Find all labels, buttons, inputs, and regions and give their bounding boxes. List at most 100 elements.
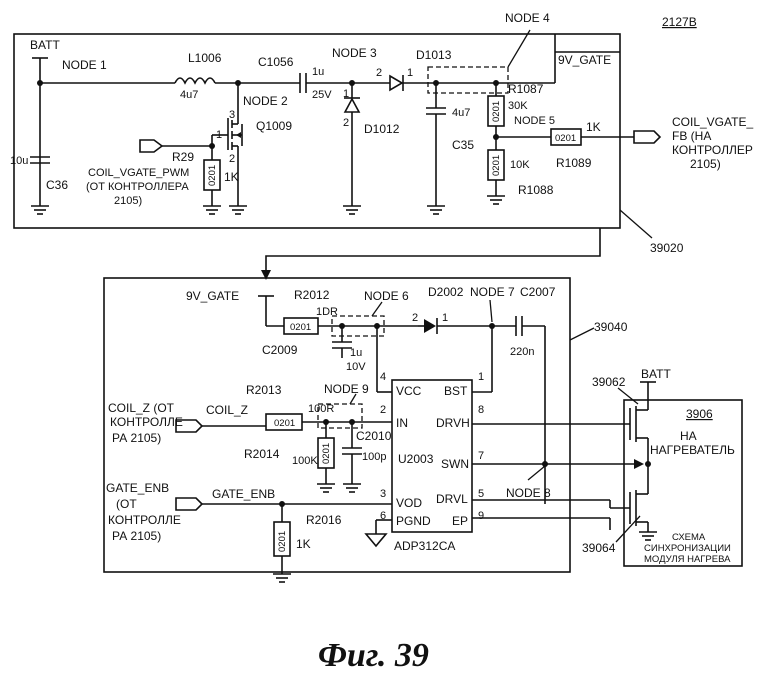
coil-vgate-pwm-connector [140, 140, 162, 152]
node1-label: NODE 1 [62, 58, 107, 72]
c2009-voltage: 10V [346, 361, 366, 373]
r1088-label: R1088 [518, 183, 554, 197]
r2016-label: R2016 [306, 513, 342, 527]
gate-label-3: КОНТРОЛЛЕ [108, 513, 181, 527]
gate-label-4: РА 2105) [112, 529, 161, 543]
ic-pin-drvl: DRVL [436, 492, 468, 506]
top-ref-39020: 39020 [650, 241, 684, 255]
coilz-label-1: COIL_Z (ОТ [108, 401, 175, 415]
svg-text:7: 7 [478, 450, 484, 462]
top-circuit-block: 2127B BATT NODE 1 10u C36 L1006 4u7 NODE… [10, 11, 753, 255]
c36-value: 10u [10, 155, 28, 167]
figure-id: 2127B [662, 15, 697, 29]
svg-text:0201: 0201 [277, 531, 288, 552]
node4-label: NODE 4 [505, 11, 550, 25]
node6-label: NODE 6 [364, 289, 409, 303]
ground-icon [343, 206, 361, 214]
d1012-label: D1012 [364, 122, 400, 136]
top-9v-gate-label: 9V_GATE [558, 53, 611, 67]
svg-text:4: 4 [380, 371, 386, 383]
fb-label-2: FB (НА [672, 129, 711, 143]
fb-label-4: 2105) [690, 157, 721, 171]
ic-pin-pgnd: PGND [396, 514, 431, 528]
ic-pin-in: IN [396, 416, 408, 430]
ic-pin-bst: BST [444, 384, 468, 398]
ground-icon [229, 206, 247, 214]
r1089-value: 1K [586, 120, 601, 134]
c35-label: C35 [452, 138, 474, 152]
svg-text:0201: 0201 [321, 443, 332, 464]
bottom-ref-39040: 39040 [594, 320, 628, 334]
r29-label: R29 [172, 150, 194, 164]
ic-pin-vcc: VCC [396, 384, 422, 398]
heater-schema-3: МОДУЛЯ НАГРЕВА [644, 554, 731, 565]
svg-text:9: 9 [478, 510, 484, 522]
c2009-label: C2009 [262, 343, 298, 357]
figure-caption: Фиг. 39 [318, 637, 429, 674]
c1056-value: 1u [312, 66, 324, 78]
coilz-label-2: КОНТРОЛЛЕ [110, 415, 183, 429]
fb-label-3: КОНТРОЛЛЕР [672, 143, 753, 157]
ic-part: ADP312CA [394, 539, 455, 553]
c1056-label: C1056 [258, 55, 294, 69]
heater-ref-39064: 39064 [582, 541, 616, 555]
ground-icon [343, 484, 361, 492]
c36-label: C36 [46, 178, 68, 192]
r1087-label: R1087 [508, 82, 544, 96]
q1009-label: Q1009 [256, 119, 292, 133]
d1013-label: D1013 [416, 48, 452, 62]
r2016-value: 1K [296, 537, 311, 551]
coilz-net-label: COIL_Z [206, 403, 248, 417]
coil-vgate-fb-connector [634, 131, 660, 143]
d2002-diode [424, 319, 436, 333]
ground-icon [273, 574, 291, 582]
bottom-9v-gate-label: 9V_GATE [186, 289, 239, 303]
heater-to-2: НАГРЕВАТЕЛЬ [650, 443, 735, 457]
r1087-value: 30K [508, 100, 528, 112]
d2002-label: D2002 [428, 285, 464, 299]
node2-label: NODE 2 [243, 94, 288, 108]
c35-value: 4u7 [452, 107, 470, 119]
arrow-right-icon [634, 459, 644, 469]
svg-text:2: 2 [376, 67, 382, 79]
node8-label: NODE 8 [506, 486, 551, 500]
r2014-value: 100K [292, 455, 318, 467]
svg-text:2: 2 [380, 404, 386, 416]
node7-label: NODE 7 [470, 285, 515, 299]
svg-text:3: 3 [229, 109, 235, 121]
pwm-label-2: (ОТ КОНТРОЛЛЕРА [86, 181, 189, 193]
ic-pin-ep: EP [452, 514, 468, 528]
pwm-label-1: COIL_VGATE_PWM [88, 167, 189, 179]
ground-icon [427, 206, 445, 214]
svg-text:0201: 0201 [491, 101, 502, 122]
svg-text:0201: 0201 [290, 322, 311, 333]
ground-icon [203, 206, 221, 214]
heater-number: 3906 [686, 407, 713, 421]
heater-schema-1: СХЕМА [672, 532, 706, 543]
ground-icon [31, 196, 49, 214]
vgate-link-wire [266, 228, 600, 274]
svg-text:1: 1 [478, 371, 484, 383]
heater-batt-label: BATT [641, 367, 671, 381]
svg-text:1: 1 [407, 67, 413, 79]
node5-label: NODE 5 [514, 115, 555, 127]
gate-net-label: GATE_ENB [212, 487, 275, 501]
pwm-label-3: 2105) [114, 195, 142, 207]
ic-name: U2003 [398, 452, 434, 466]
svg-text:3: 3 [380, 488, 386, 500]
gate-label-2: (ОТ [116, 497, 137, 511]
c2009-value: 1u [350, 347, 362, 359]
batt-label: BATT [30, 38, 60, 52]
svg-text:0201: 0201 [555, 133, 576, 144]
ground-icon [487, 196, 505, 204]
node9-label: NODE 9 [324, 382, 369, 396]
svg-text:0201: 0201 [274, 418, 295, 429]
l1006-inductor [175, 78, 215, 83]
ground-icon [639, 532, 657, 540]
d1013-diode [390, 76, 402, 90]
svg-text:5: 5 [478, 488, 484, 500]
heater-module: 39062 BATT 3906 НА НАГРЕВАТЕЛЬ СХЕМА [582, 367, 742, 566]
r1089-label: R1089 [556, 156, 592, 170]
